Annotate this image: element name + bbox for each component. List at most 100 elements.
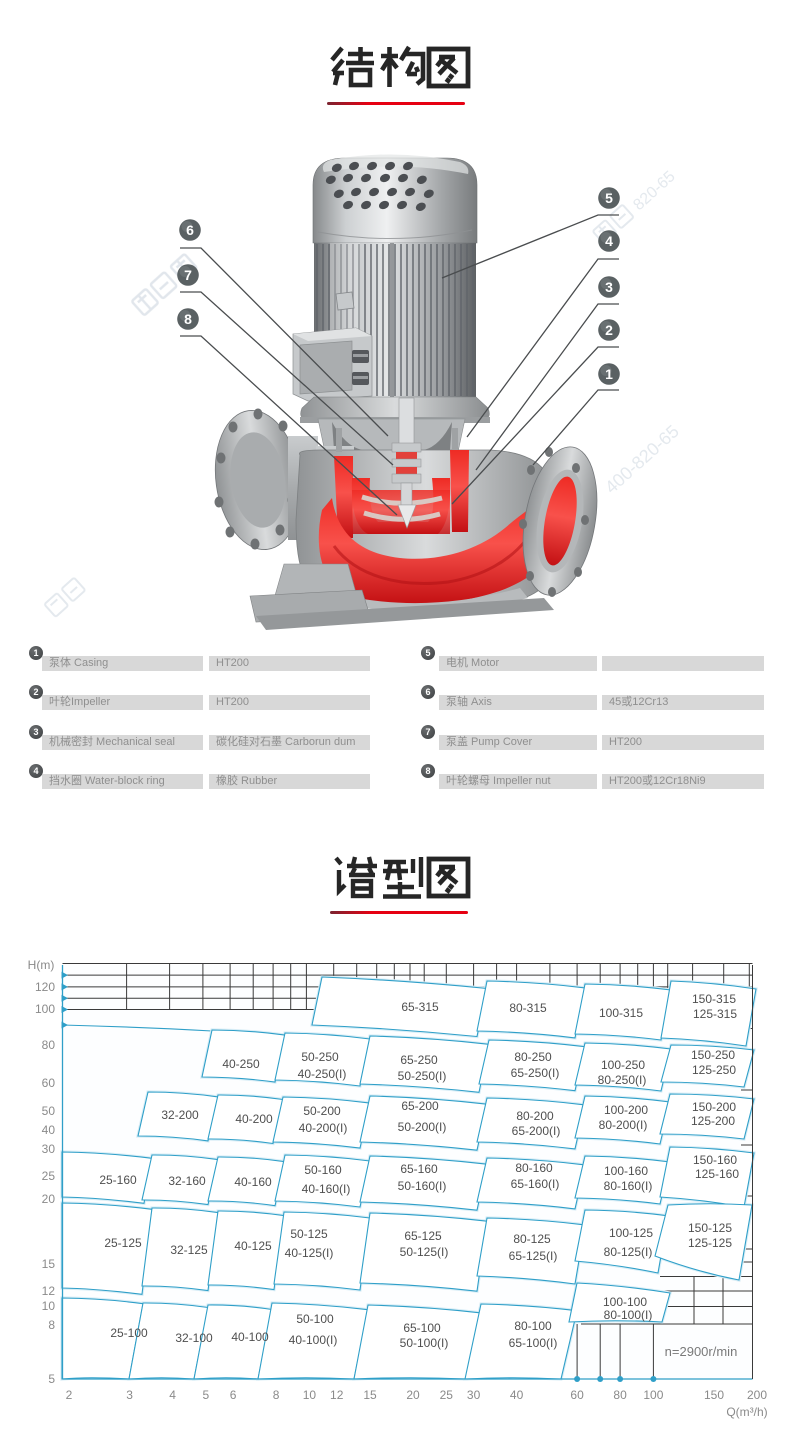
svg-text:32-125: 32-125 <box>170 1243 208 1257</box>
svg-text:H(m): H(m) <box>28 958 55 972</box>
svg-text:50-100(I): 50-100(I) <box>400 1336 449 1350</box>
svg-text:400-820-65: 400-820-65 <box>601 421 683 497</box>
svg-text:50-125(I): 50-125(I) <box>400 1245 449 1259</box>
svg-text:100-315: 100-315 <box>599 1006 643 1020</box>
svg-text:2: 2 <box>66 1388 73 1402</box>
svg-text:5: 5 <box>48 1372 55 1386</box>
svg-text:150-160: 150-160 <box>693 1153 737 1167</box>
svg-text:6: 6 <box>186 222 194 238</box>
svg-text:50-200: 50-200 <box>303 1104 341 1118</box>
svg-text:8: 8 <box>184 311 192 327</box>
svg-text:65-200(I): 65-200(I) <box>512 1124 561 1138</box>
svg-text:40-100: 40-100 <box>231 1330 269 1344</box>
svg-text:100-100: 100-100 <box>603 1295 647 1309</box>
svg-text:32-160: 32-160 <box>168 1174 206 1188</box>
svg-text:n=2900r/min: n=2900r/min <box>665 1344 738 1359</box>
svg-text:65-250: 65-250 <box>400 1053 438 1067</box>
svg-text:7: 7 <box>184 267 192 283</box>
svg-text:125-125: 125-125 <box>688 1236 732 1250</box>
svg-text:20: 20 <box>406 1388 420 1402</box>
svg-text:8: 8 <box>48 1318 55 1332</box>
svg-text:65-100: 65-100 <box>403 1321 441 1335</box>
svg-text:65-200: 65-200 <box>401 1099 439 1113</box>
svg-text:1: 1 <box>605 366 613 382</box>
svg-text:6: 6 <box>230 1388 237 1402</box>
svg-text:100-160: 100-160 <box>604 1164 648 1178</box>
svg-text:125-315: 125-315 <box>693 1007 737 1021</box>
svg-text:32-100: 32-100 <box>175 1331 213 1345</box>
svg-text:100-250: 100-250 <box>601 1058 645 1072</box>
svg-text:80-160(I): 80-160(I) <box>604 1179 653 1193</box>
svg-text:100-125: 100-125 <box>609 1226 653 1240</box>
svg-text:40-100(I): 40-100(I) <box>289 1333 338 1347</box>
svg-text:20: 20 <box>42 1192 56 1206</box>
svg-text:820-65: 820-65 <box>630 168 678 214</box>
svg-text:125-250: 125-250 <box>692 1063 736 1077</box>
svg-text:125-160: 125-160 <box>695 1167 739 1181</box>
svg-text:10: 10 <box>303 1388 317 1402</box>
svg-text:80-100: 80-100 <box>514 1319 552 1333</box>
svg-text:80-200: 80-200 <box>516 1109 554 1123</box>
svg-text:12: 12 <box>42 1284 56 1298</box>
svg-text:25: 25 <box>42 1169 56 1183</box>
svg-text:3: 3 <box>605 279 613 295</box>
svg-text:80-315: 80-315 <box>509 1001 547 1015</box>
svg-text:60: 60 <box>570 1388 584 1402</box>
svg-text:30: 30 <box>467 1388 481 1402</box>
svg-text:80-250(I): 80-250(I) <box>598 1073 647 1087</box>
svg-text:50-125: 50-125 <box>290 1227 328 1241</box>
svg-text:80: 80 <box>42 1038 56 1052</box>
svg-text:25-100: 25-100 <box>110 1326 148 1340</box>
svg-text:80-160: 80-160 <box>515 1161 553 1175</box>
svg-text:150-200: 150-200 <box>692 1100 736 1114</box>
svg-text:150: 150 <box>704 1388 724 1402</box>
svg-text:40-125: 40-125 <box>234 1239 272 1253</box>
svg-text:40-250: 40-250 <box>222 1057 260 1071</box>
svg-text:40-160(I): 40-160(I) <box>302 1182 351 1196</box>
svg-text:40-250(I): 40-250(I) <box>298 1067 347 1081</box>
svg-text:2: 2 <box>605 322 613 338</box>
svg-text:5: 5 <box>203 1388 210 1402</box>
svg-text:5: 5 <box>605 190 613 206</box>
svg-text:65-125: 65-125 <box>404 1229 442 1243</box>
svg-text:150-315: 150-315 <box>692 992 736 1006</box>
svg-text:50: 50 <box>42 1104 56 1118</box>
svg-text:12: 12 <box>330 1388 344 1402</box>
svg-text:65-160: 65-160 <box>400 1162 438 1176</box>
svg-text:80: 80 <box>613 1388 627 1402</box>
svg-text:40-200(I): 40-200(I) <box>299 1121 348 1135</box>
svg-text:8: 8 <box>273 1388 280 1402</box>
svg-text:100: 100 <box>643 1388 663 1402</box>
svg-text:40: 40 <box>42 1123 56 1137</box>
svg-text:40-125(I): 40-125(I) <box>285 1246 334 1260</box>
svg-text:150-250: 150-250 <box>691 1048 735 1062</box>
svg-text:50-200(I): 50-200(I) <box>398 1120 447 1134</box>
svg-text:80-125: 80-125 <box>513 1232 551 1246</box>
svg-text:4: 4 <box>169 1388 176 1402</box>
svg-text:50-160(I): 50-160(I) <box>398 1179 447 1193</box>
svg-text:80-250: 80-250 <box>514 1050 552 1064</box>
svg-text:65-160(I): 65-160(I) <box>511 1177 560 1191</box>
svg-text:100: 100 <box>35 1002 55 1016</box>
svg-text:120: 120 <box>35 980 55 994</box>
svg-text:60: 60 <box>42 1076 56 1090</box>
svg-text:4: 4 <box>605 233 613 249</box>
svg-text:25-125: 25-125 <box>104 1236 142 1250</box>
svg-text:15: 15 <box>42 1257 56 1271</box>
svg-text:80-200(I): 80-200(I) <box>599 1118 648 1132</box>
svg-text:150-125: 150-125 <box>688 1221 732 1235</box>
svg-text:10: 10 <box>42 1299 56 1313</box>
svg-text:80-100(I): 80-100(I) <box>604 1308 653 1322</box>
svg-text:25: 25 <box>440 1388 454 1402</box>
svg-text:50-160: 50-160 <box>304 1163 342 1177</box>
svg-text:200: 200 <box>747 1388 767 1402</box>
svg-text:125-200: 125-200 <box>691 1114 735 1128</box>
svg-text:50-250: 50-250 <box>301 1050 339 1064</box>
svg-text:30: 30 <box>42 1142 56 1156</box>
svg-text:15: 15 <box>363 1388 377 1402</box>
svg-text:32-200: 32-200 <box>161 1108 199 1122</box>
svg-text:65-100(I): 65-100(I) <box>509 1336 558 1350</box>
svg-text:40-200: 40-200 <box>235 1112 273 1126</box>
svg-text:65-125(I): 65-125(I) <box>509 1249 558 1263</box>
svg-text:40: 40 <box>510 1388 524 1402</box>
